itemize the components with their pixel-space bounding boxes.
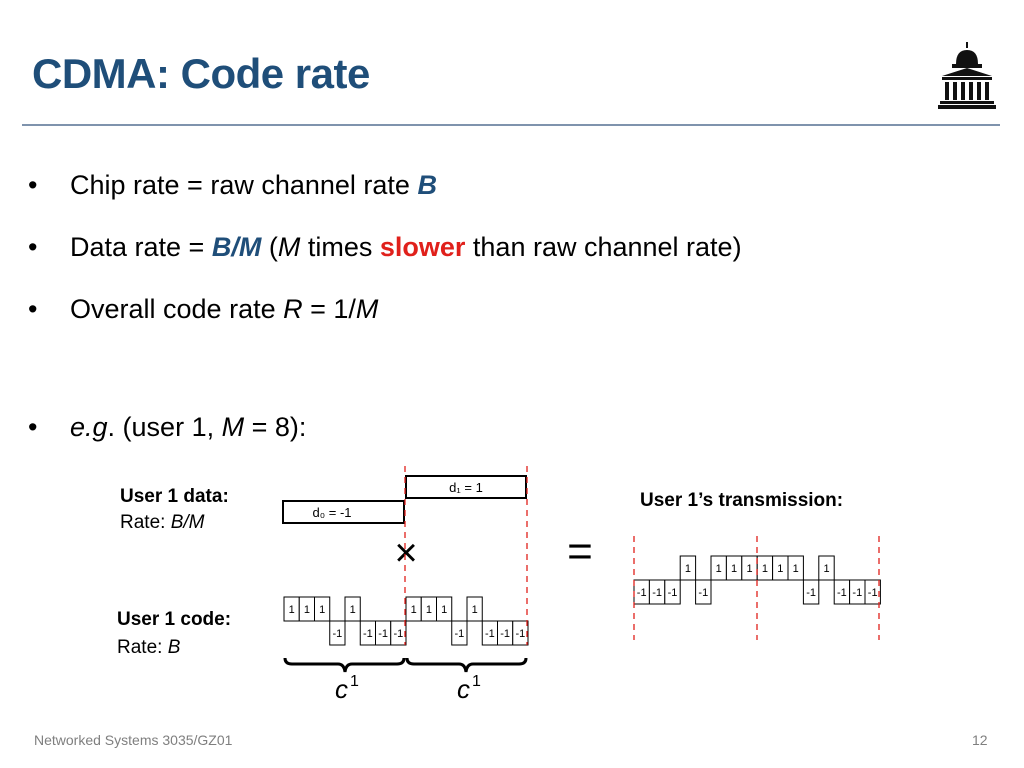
code1-chip-7 <box>390 620 407 646</box>
code2-chip-label-3: -1 <box>454 628 464 640</box>
transmission-label: User 1’s transmission: <box>640 490 844 511</box>
page-title: CDMA: Code rate <box>32 50 370 97</box>
tx-chip-label-10: 1 <box>793 563 799 575</box>
tx-chip-label-11: -1 <box>806 587 816 599</box>
tx-chip-label-8: 1 <box>762 563 768 575</box>
data-bit-d0-box <box>282 500 405 524</box>
code1-chip-label-0: 1 <box>289 604 295 616</box>
tx-chip-2 <box>664 579 681 605</box>
tx-chip-label-9: 1 <box>777 563 783 575</box>
tx-chip-4 <box>695 579 712 605</box>
code1-chip-label-6: -1 <box>378 628 388 640</box>
code1-chip-label-7: -1 <box>393 628 403 640</box>
tx-chip-label-14: -1 <box>852 587 862 599</box>
tx-chip-label-5: 1 <box>716 563 722 575</box>
tx-chip-11 <box>802 579 820 605</box>
code2-chip-label-4: 1 <box>472 604 478 616</box>
multiply-sign: × <box>394 531 417 575</box>
code-label-2: c <box>457 674 470 704</box>
code-label-1: c <box>335 674 348 704</box>
code2-chip-label-5: -1 <box>485 628 495 640</box>
title-divider <box>22 124 1000 126</box>
page-number: 12 <box>972 732 988 748</box>
code1-chip-4 <box>344 596 361 622</box>
code2-chip-label-1: 1 <box>426 604 432 616</box>
user-data-rate: Rate: B/M <box>120 512 205 533</box>
code1-chip-label-2: 1 <box>319 604 325 616</box>
tx-chip-label-1: -1 <box>652 587 662 599</box>
tx-chip-label-2: -1 <box>668 587 678 599</box>
code2-chip-3 <box>451 620 468 646</box>
code2-chip-label-2: 1 <box>441 604 447 616</box>
tx-chip-label-7: 1 <box>746 563 752 575</box>
tx-chip-label-13: -1 <box>837 587 847 599</box>
user-code-rate: Rate: B <box>117 637 181 658</box>
code1-chip-label-3: -1 <box>332 628 342 640</box>
tx-chip-15 <box>864 579 881 605</box>
data-bit-d1-label: d₁ = 1 <box>449 480 483 495</box>
tx-chip-label-3: 1 <box>685 563 691 575</box>
tx-chip-label-0: -1 <box>637 587 647 599</box>
code2-chip-label-0: 1 <box>411 604 417 616</box>
data-bit-d1-box <box>405 475 527 499</box>
code2-chip-label-6: -1 <box>500 628 510 640</box>
code-superscript-2: 1 <box>472 673 481 690</box>
tx-chip-label-12: 1 <box>823 563 829 575</box>
code2-chip-7 <box>512 620 529 646</box>
tx-chip-12 <box>818 555 835 581</box>
code-superscript-1: 1 <box>350 673 359 690</box>
tx-chip-3 <box>679 555 697 581</box>
equals-sign: = <box>567 527 593 576</box>
tx-chip-label-4: -1 <box>698 587 708 599</box>
code1-chip-3 <box>329 620 346 646</box>
code2-chip-2 <box>436 596 453 622</box>
tx-chip-10 <box>787 555 804 581</box>
code1-chip-2 <box>314 596 331 622</box>
code1-chip-label-5: -1 <box>363 628 373 640</box>
user-data-label: User 1 data: <box>120 486 229 507</box>
code-brace-2 <box>405 657 528 673</box>
data-bit-d0-label: d₀ = -1 <box>313 505 352 520</box>
code1-chip-label-1: 1 <box>304 604 310 616</box>
tx-chip-label-15: -1 <box>868 587 878 599</box>
code2-chip-4 <box>466 596 483 622</box>
footer-course: Networked Systems 3035/GZ01 <box>34 732 233 748</box>
code1-chip-label-4: 1 <box>350 604 356 616</box>
tx-chip-label-6: 1 <box>731 563 737 575</box>
code2-chip-label-7: -1 <box>515 628 525 640</box>
code-brace-1 <box>283 657 406 673</box>
university-building-logo <box>938 42 996 109</box>
user-code-label: User 1 code: <box>117 609 232 630</box>
